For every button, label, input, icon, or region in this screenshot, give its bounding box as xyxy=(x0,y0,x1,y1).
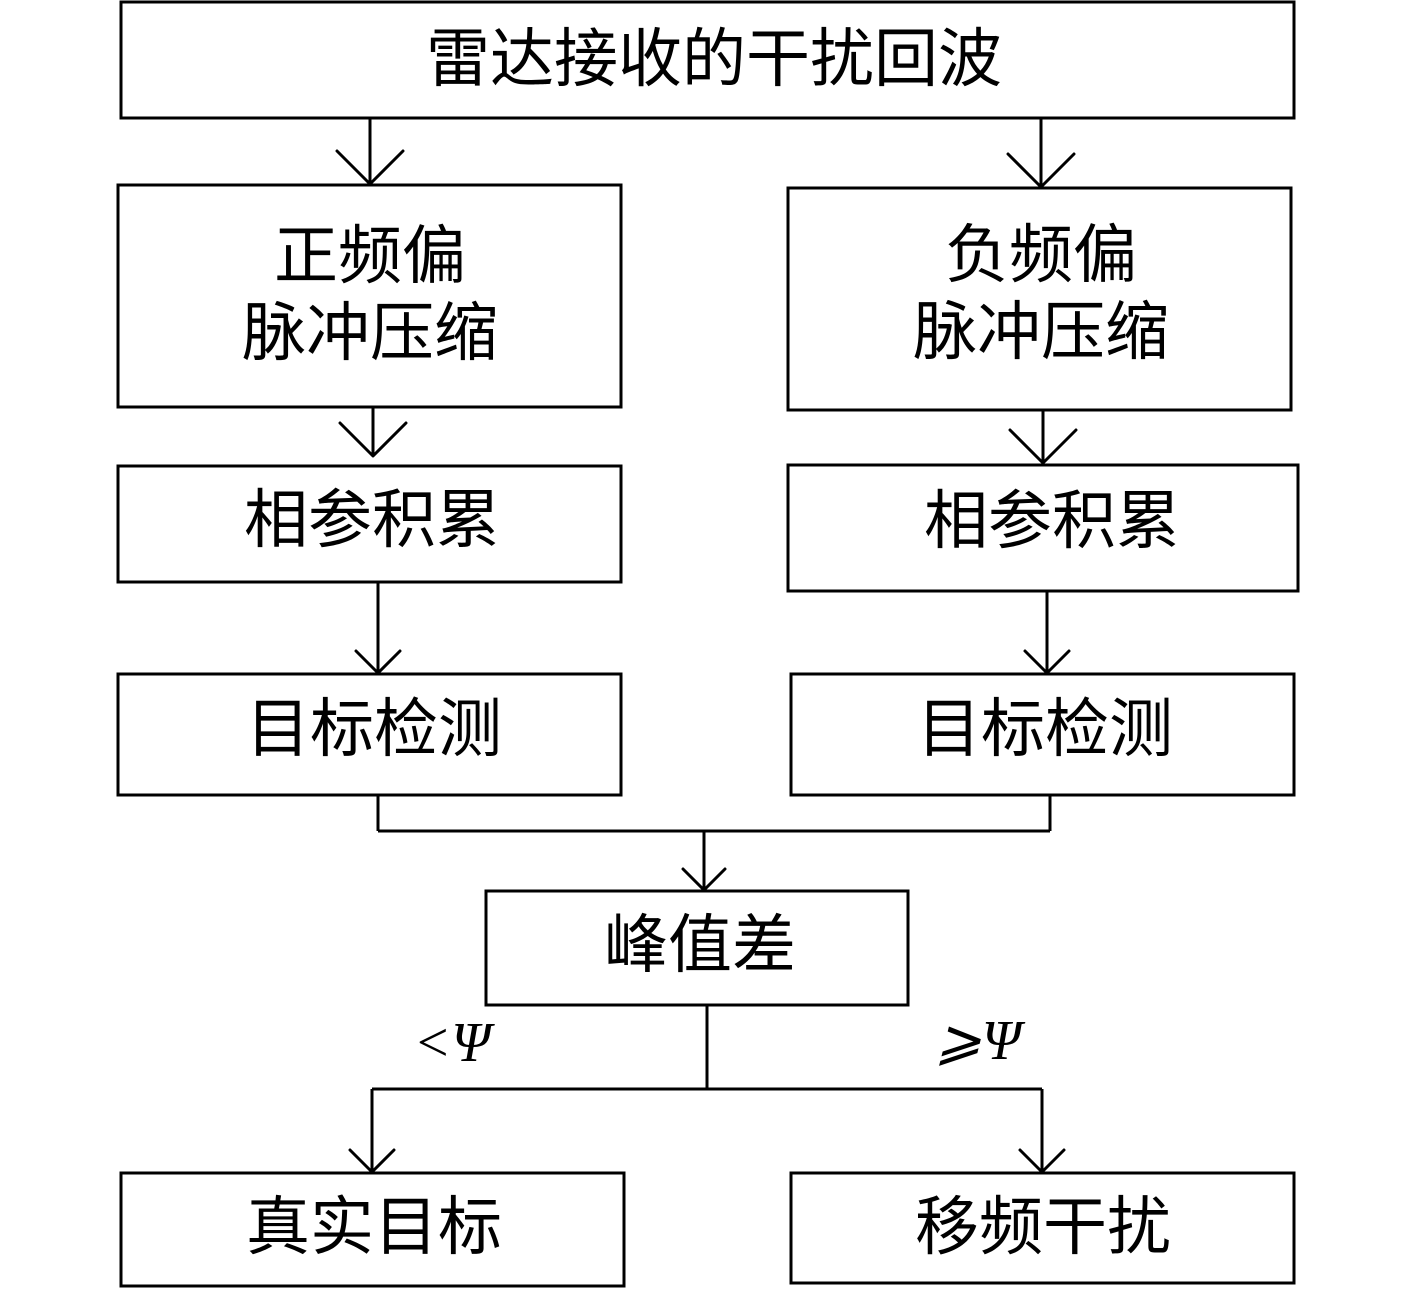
radar-echo-node: 雷达接收的干扰回波 xyxy=(119,0,1296,120)
arrow-pos-compress-to-accum xyxy=(338,407,408,458)
arrow-neg-compress-to-accum xyxy=(1008,410,1078,465)
pos-detect-label: 目标检测 xyxy=(246,693,502,767)
radar-echo-label: 雷达接收的干扰回波 xyxy=(426,23,1002,97)
pos-compression-label-1: 正频偏 xyxy=(274,220,466,294)
pos-detect-node: 目标检测 xyxy=(116,672,623,797)
condition-greater-equal-psi: ⩾Ψ xyxy=(935,1010,1026,1072)
condition-less-than-psi: <Ψ xyxy=(413,1012,495,1074)
peak-diff-label: 峰值差 xyxy=(604,909,796,983)
arrow-neg-accum-to-detect xyxy=(1023,591,1071,675)
neg-detect-label: 目标检测 xyxy=(917,693,1173,767)
arrow-top-to-pos xyxy=(335,118,405,186)
shift-jamming-node: 移频干扰 xyxy=(789,1171,1296,1285)
neg-compression-node: 负频偏 脉冲压缩 xyxy=(786,186,1293,412)
neg-detect-node: 目标检测 xyxy=(789,672,1296,797)
pos-compression-label-2: 脉冲压缩 xyxy=(242,297,498,371)
true-target-label: 真实目标 xyxy=(246,1191,502,1265)
neg-compression-label-1: 负频偏 xyxy=(945,219,1137,293)
neg-compression-label-2: 脉冲压缩 xyxy=(913,296,1169,370)
pos-accum-label: 相参积累 xyxy=(244,484,500,558)
neg-accum-label: 相参积累 xyxy=(924,485,1180,559)
shift-jamming-label: 移频干扰 xyxy=(915,1191,1171,1265)
pos-compression-node: 正频偏 脉冲压缩 xyxy=(116,183,623,409)
arrow-pos-accum-to-detect xyxy=(354,582,402,675)
true-target-node: 真实目标 xyxy=(119,1171,626,1288)
neg-accum-node: 相参积累 xyxy=(786,463,1300,593)
pos-accum-node: 相参积累 xyxy=(116,464,623,584)
arrow-top-to-neg xyxy=(1006,118,1076,189)
peak-diff-node: 峰值差 xyxy=(484,889,910,1007)
merge-connector xyxy=(376,795,1052,892)
